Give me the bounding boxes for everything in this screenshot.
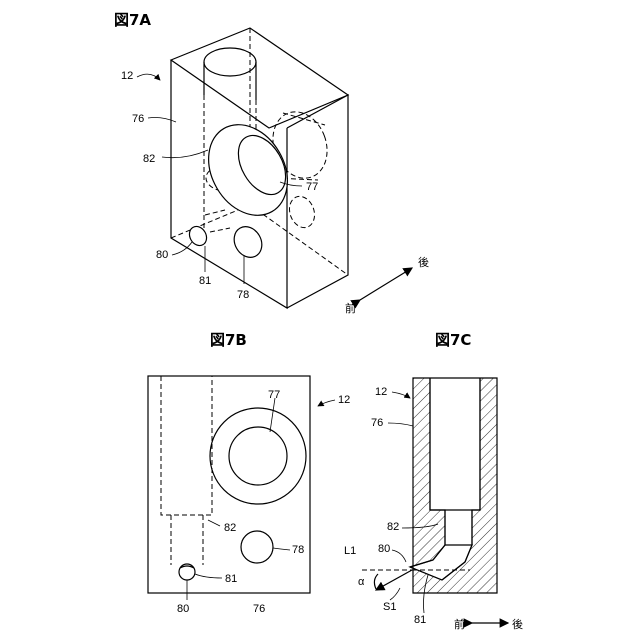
label-80-c: 80 [378,543,390,555]
label-77-a: 77 [306,181,318,193]
figure-7c: 図7C 12 76 82 80 L1 α S1 [344,331,523,631]
label-78-a: 78 [237,289,249,301]
label-81-a: 81 [199,275,211,287]
label-rear-a: 後 [418,255,429,269]
label-80-b: 80 [177,603,189,615]
label-81-c: 81 [414,614,426,626]
section-view [410,378,497,593]
label-76-a: 76 [132,113,144,125]
label-12-b: 12 [338,394,350,406]
label-76-c: 76 [371,417,383,429]
label-82-a: 82 [143,153,155,165]
bore-80-front [179,564,195,580]
fig-7a-title: 図7A [114,11,151,29]
bore-77-front [210,408,306,504]
label-80-a: 80 [156,249,168,261]
figure-7a: 図7A [114,11,429,315]
label-78-b: 78 [292,544,304,556]
label-front-c: 前 [454,617,465,631]
label-alpha-c: α [358,576,365,588]
bore-82-hidden [161,376,212,565]
leaders-7b [187,398,335,600]
label-12-c: 12 [375,386,387,398]
figure-7b: 図7B 77 12 82 78 81 80 76 [148,331,350,615]
direction-arrow-a: 後 前 [345,255,429,315]
fig-7b-title: 図7B [210,331,247,349]
label-76-b: 76 [253,603,265,615]
label-front-a: 前 [345,301,356,315]
label-s1-c: S1 [383,601,396,613]
block-front-face [148,376,310,593]
label-77-b: 77 [268,389,280,401]
label-l1-c: L1 [344,545,356,557]
bore-78-front [241,531,273,563]
label-rear-c: 後 [512,617,523,631]
direction-arrow-c: 前 後 [454,617,523,631]
label-12-a: 12 [121,70,133,82]
label-81-b: 81 [225,573,237,585]
label-82-b: 82 [224,522,236,534]
fig-7c-title: 図7C [435,331,471,349]
label-82-c: 82 [387,521,399,533]
